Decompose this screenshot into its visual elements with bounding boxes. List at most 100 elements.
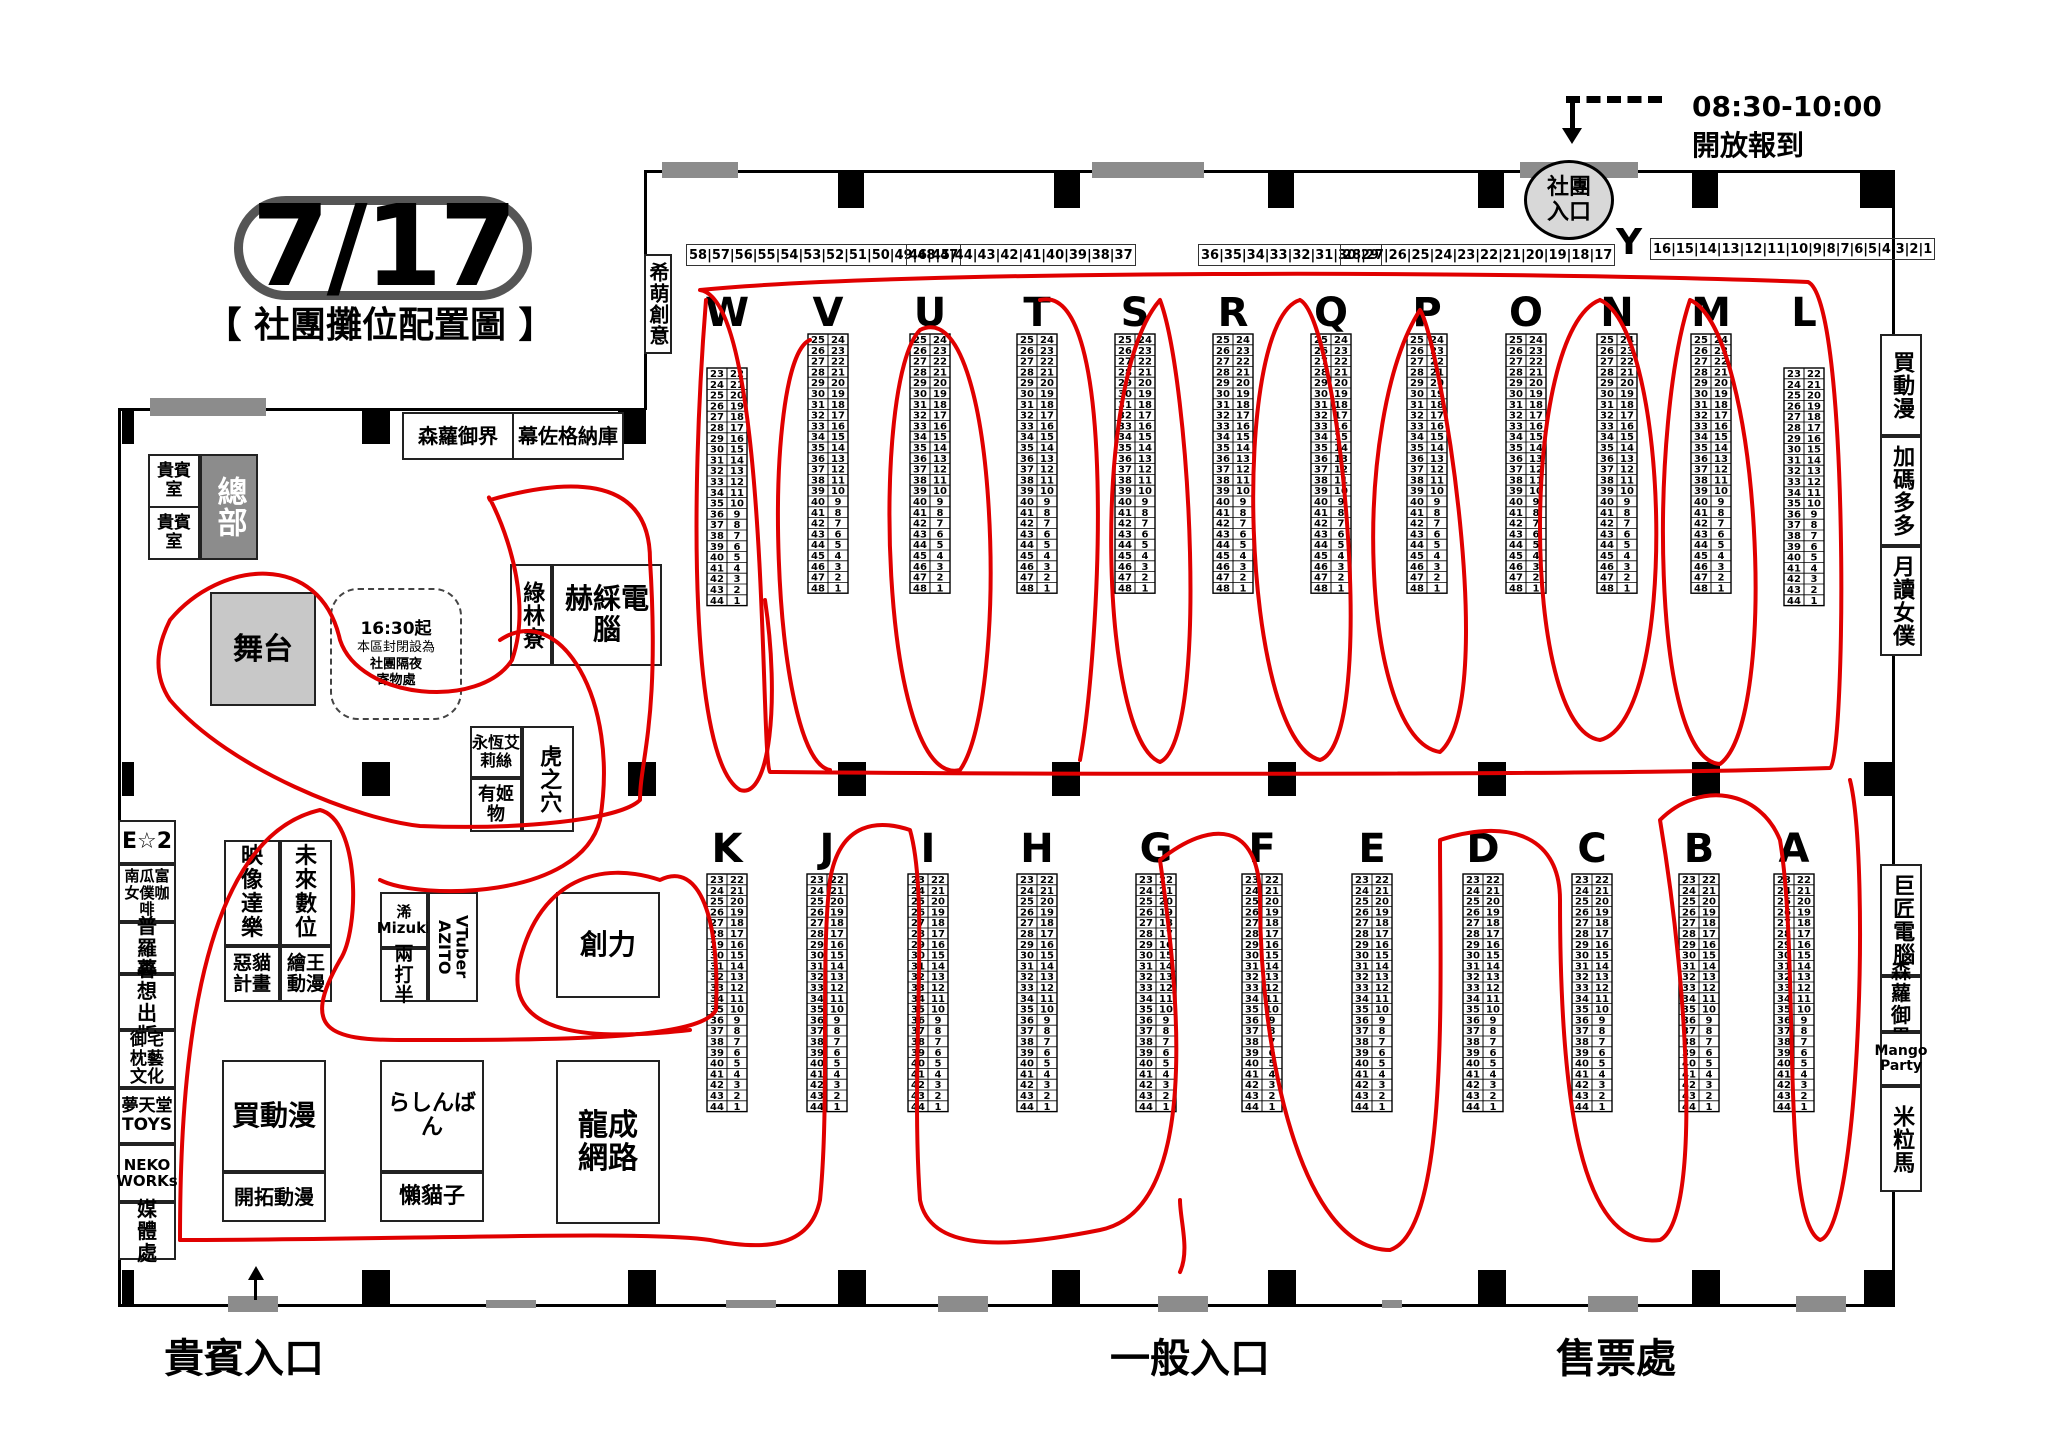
booth-number: 17 — [830, 929, 844, 940]
booth-number: 38 — [1694, 475, 1708, 486]
booth-number: 15 — [730, 951, 744, 962]
booth-number: 17 — [730, 929, 744, 940]
booth-number: 6 — [1490, 1048, 1497, 1059]
booth-number: 35 — [1466, 1005, 1480, 1016]
booth-number: 18 — [933, 400, 947, 411]
booth-number: 17 — [1807, 423, 1821, 434]
booth-number: 5 — [1379, 1059, 1386, 1070]
booth-number: 3 — [1379, 1080, 1386, 1091]
booth-number: 37 — [1410, 465, 1424, 476]
booth-number: 4 — [1044, 551, 1051, 562]
booth-number: 10 — [1807, 499, 1821, 510]
booth-number: 34 — [710, 488, 724, 499]
booth-number: 8 — [734, 520, 741, 531]
booth-number: 1 — [1338, 583, 1345, 594]
booth-number: 38 — [1216, 475, 1230, 486]
booth-number: 31 — [913, 400, 927, 411]
booth-number: 37 — [1787, 520, 1801, 531]
booth-number: 13 — [1486, 972, 1500, 983]
general-entrance-label: 一般入口 — [1110, 1336, 1270, 1382]
booth-number: 11 — [931, 994, 945, 1005]
booth-number: 29 — [710, 940, 724, 951]
booth-number: 17 — [730, 423, 744, 434]
booth-number: 28 — [710, 929, 724, 940]
booth-number: 35 — [1694, 443, 1708, 454]
booth-number: 12 — [1595, 983, 1609, 994]
booth-number: 28 — [1777, 929, 1791, 940]
booth-number: 31 — [1682, 961, 1696, 972]
booth-number: 43 — [710, 1091, 724, 1102]
booth-number: 39 — [811, 486, 825, 497]
booth-number: 47 — [1020, 573, 1034, 584]
booth-number: 7 — [937, 519, 944, 530]
booth-number: 34 — [1314, 432, 1328, 443]
booth-number: 11 — [1375, 994, 1389, 1005]
booth-number: 25 — [1410, 335, 1424, 346]
booth-number: 12 — [730, 983, 744, 994]
booth-number: 32 — [810, 972, 824, 983]
booth-number: 42 — [1020, 1080, 1034, 1091]
booth-number: 34 — [1509, 432, 1523, 443]
booth-number: 42 — [1216, 519, 1230, 530]
booth-ximeng: 希萌創意 — [644, 254, 672, 354]
booth-number: 19 — [931, 907, 945, 918]
booth-number: 27 — [1314, 357, 1328, 368]
booth-number: 7 — [1240, 519, 1247, 530]
booth-number: 42 — [710, 1080, 724, 1091]
checkin-arrow-shaft — [1570, 100, 1575, 132]
booth-number: 17 — [1797, 929, 1811, 940]
booth-number: 40 — [1020, 497, 1034, 508]
booth-number: 10 — [1138, 486, 1152, 497]
booth-number: 9 — [935, 1015, 942, 1026]
booth-number: 19 — [1430, 389, 1444, 400]
booth-number: 1 — [1163, 1102, 1170, 1113]
booth-number: 10 — [1236, 486, 1250, 497]
booth-number: 47 — [1410, 573, 1424, 584]
checkin-time: 08:30-10:00 — [1692, 90, 1882, 123]
booth-number: 27 — [1466, 918, 1480, 929]
booth-number: 26 — [1787, 401, 1801, 412]
booth-number: 22 — [933, 357, 947, 368]
booth-number: 17 — [1334, 411, 1348, 422]
booth-number: 31 — [810, 961, 824, 972]
row-letter: G — [1140, 826, 1173, 872]
booth-number: 16 — [1430, 421, 1444, 432]
booth-number: 47 — [811, 573, 825, 584]
booth-number: 25 — [1020, 335, 1034, 346]
booth-number: 7 — [935, 1037, 942, 1048]
booth-number: 34 — [810, 994, 824, 1005]
booth-number: 24 — [1245, 886, 1259, 897]
booth-number: 29 — [1682, 940, 1696, 951]
booth-number: 13 — [1529, 454, 1543, 465]
booth-number: 14 — [730, 961, 744, 972]
booth-number: 46 — [811, 562, 825, 573]
booth-number: 33 — [1509, 421, 1523, 432]
booth-number: 33 — [1694, 421, 1708, 432]
booth-number: 16 — [1040, 421, 1054, 432]
booth-number: 45 — [1216, 551, 1230, 562]
booth-number: 21 — [1797, 886, 1811, 897]
pillar — [838, 1270, 866, 1304]
checkin-arrow-icon — [1562, 128, 1582, 144]
booth-number: 28 — [1466, 929, 1480, 940]
booth-number: 28 — [1314, 367, 1328, 378]
booth-number: 41 — [1410, 508, 1424, 519]
booth-number: 40 — [1682, 1059, 1696, 1070]
storage-line1: 本區封閉設為 — [356, 640, 435, 656]
booth-number: 46 — [1020, 562, 1034, 573]
booth-number: 32 — [1020, 972, 1034, 983]
booth-number: 15 — [1236, 432, 1250, 443]
booth-number: 12 — [1529, 465, 1543, 476]
booth-number: 18 — [730, 412, 744, 423]
booth-number: 12 — [730, 477, 744, 488]
booth-number: 43 — [1509, 529, 1523, 540]
booth-number: 44 — [1410, 540, 1424, 551]
booth-number: 1 — [734, 1102, 741, 1113]
booth-number: 14 — [1714, 443, 1728, 454]
booth-number: 3 — [835, 562, 842, 573]
booth-number: 39 — [1216, 486, 1230, 497]
booth-number: 28 — [1020, 929, 1034, 940]
booth-number: 43 — [1355, 1091, 1369, 1102]
route-annotation — [1251, 298, 1353, 762]
booth-number: 1 — [937, 583, 944, 594]
